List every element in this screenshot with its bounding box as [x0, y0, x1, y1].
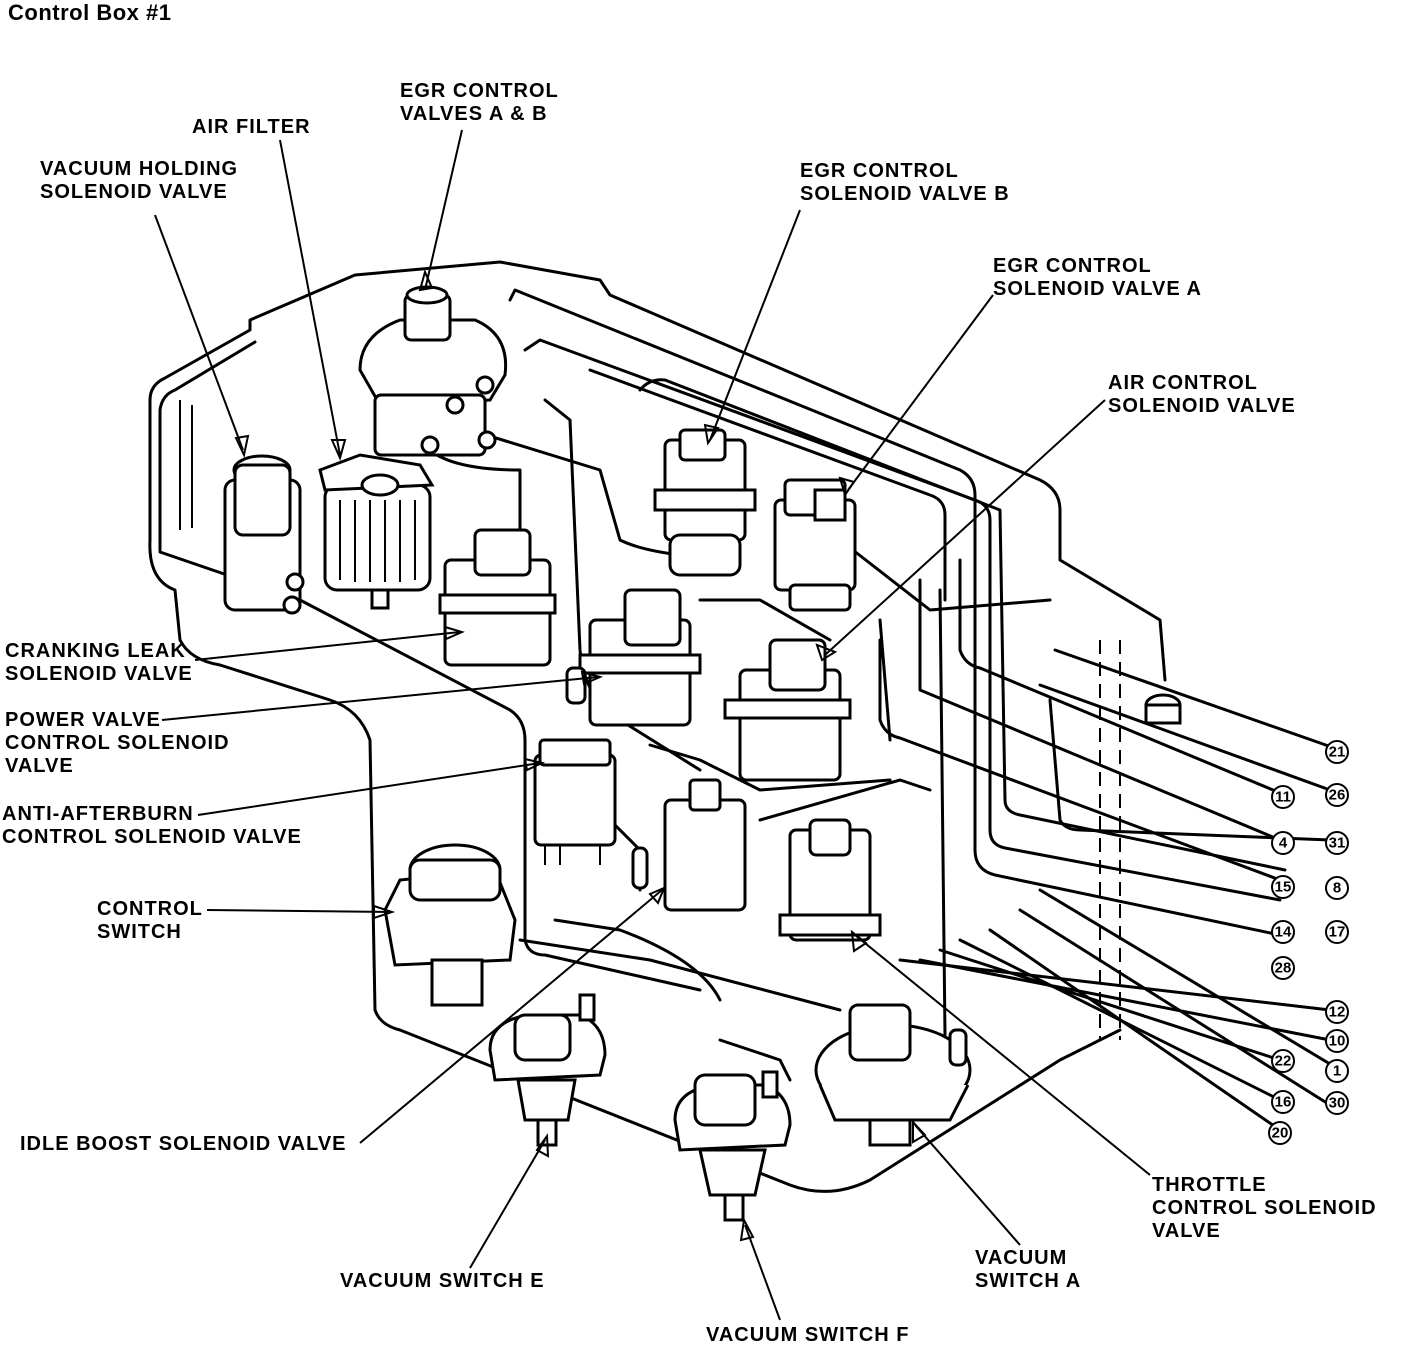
label-anti-afterburn-control-solenoid-valve: ANTI-AFTERBURN CONTROL SOLENOID VALVE — [2, 803, 302, 848]
hose-number-22: 22 — [1271, 1049, 1295, 1073]
hose-number-28: 28 — [1271, 956, 1295, 980]
label-throttle-control-solenoid-valve: THROTTLE CONTROL SOLENOID VALVE — [1152, 1174, 1377, 1242]
cranking-leak-solenoid-valve — [438, 528, 557, 667]
control-box-housing — [148, 260, 1167, 1193]
hose-number-markers: 21 26 11 31 4 8 15 17 14 28 12 10 1 22 3… — [1268, 740, 1349, 1145]
hose-number-16: 16 — [1271, 1090, 1295, 1114]
svg-text:31: 31 — [1329, 835, 1346, 852]
svg-text:8: 8 — [1333, 880, 1341, 897]
svg-text:15: 15 — [1275, 879, 1292, 896]
hose-number-21: 21 — [1325, 740, 1349, 764]
label-egr-control-solenoid-valve-b: EGR CONTROL SOLENOID VALVE B — [800, 160, 1010, 205]
hose-number-15: 15 — [1271, 875, 1295, 899]
label-air-filter: AIR FILTER — [192, 116, 311, 138]
svg-text:21: 21 — [1329, 744, 1346, 761]
label-vacuum-switch-e: VACUUM SWITCH E — [340, 1270, 545, 1292]
hose-number-17: 17 — [1325, 920, 1349, 944]
svg-text:4: 4 — [1279, 835, 1288, 852]
power-valve-control-solenoid-valve — [565, 588, 702, 727]
hose-number-8: 8 — [1325, 876, 1349, 900]
label-power-valve-control-solenoid-valve: POWER VALVE CONTROL SOLENOID VALVE — [5, 709, 230, 777]
svg-text:20: 20 — [1272, 1125, 1289, 1142]
label-egr-control-valves: EGR CONTROL VALVES A & B — [400, 80, 559, 125]
egr-control-solenoid-valve-b — [653, 428, 757, 577]
round-cap — [1144, 693, 1182, 725]
label-vacuum-switch-f: VACUUM SWITCH F — [706, 1324, 910, 1346]
hose-number-31: 31 — [1325, 831, 1349, 855]
air-filter — [318, 453, 435, 610]
label-vacuum-holding-solenoid-valve: VACUUM HOLDING SOLENOID VALVE — [40, 158, 239, 203]
anti-afterburn-control-solenoid-valve — [533, 738, 617, 865]
svg-text:1: 1 — [1333, 1063, 1341, 1080]
svg-text:17: 17 — [1329, 924, 1346, 941]
hose-number-1: 1 — [1325, 1059, 1349, 1083]
control-switch — [383, 843, 517, 1007]
hose-number-12: 12 — [1325, 1000, 1349, 1024]
hose-number-10: 10 — [1325, 1029, 1349, 1053]
svg-text:11: 11 — [1275, 789, 1291, 806]
throttle-control-solenoid-valve — [778, 818, 882, 942]
label-vacuum-switch-a: VACUUM SWITCH A — [975, 1247, 1082, 1292]
svg-text:22: 22 — [1275, 1053, 1292, 1070]
hose-number-14: 14 — [1271, 920, 1295, 944]
vacuum-holding-solenoid-valve — [223, 454, 305, 615]
svg-text:16: 16 — [1275, 1094, 1292, 1111]
label-egr-control-solenoid-valve-a: EGR CONTROL SOLENOID VALVE A — [993, 255, 1202, 300]
hose-number-4: 4 — [1271, 831, 1295, 855]
svg-text:30: 30 — [1329, 1095, 1346, 1112]
vacuum-switch-e — [488, 993, 607, 1147]
hose-bundle — [508, 288, 1342, 1132]
label-idle-boost-solenoid-valve: IDLE BOOST SOLENOID VALVE — [20, 1133, 347, 1155]
leader-lines — [154, 129, 1151, 1321]
svg-text:28: 28 — [1275, 960, 1292, 977]
egr-control-solenoid-valve-a — [773, 478, 857, 612]
hose-number-20: 20 — [1268, 1121, 1292, 1145]
idle-boost-solenoid-valve — [631, 778, 747, 912]
svg-text:14: 14 — [1275, 924, 1292, 941]
label-control-switch: CONTROL SWITCH — [97, 898, 203, 943]
page-title: Control Box #1 — [8, 0, 172, 25]
hose-number-30: 30 — [1325, 1091, 1349, 1115]
vacuum-switch-a — [814, 1003, 972, 1147]
label-cranking-leak-solenoid-valve: CRANKING LEAK SOLENOID VALVE — [5, 640, 193, 685]
hose-number-11: 11 — [1271, 785, 1295, 809]
hose-number-26: 26 — [1325, 783, 1349, 807]
label-air-control-solenoid-valve: AIR CONTROL SOLENOID VALVE — [1108, 372, 1296, 417]
vacuum-switch-f — [673, 1070, 792, 1222]
svg-text:12: 12 — [1329, 1004, 1346, 1021]
egr-control-valves — [358, 285, 508, 457]
svg-text:10: 10 — [1329, 1033, 1346, 1050]
svg-text:26: 26 — [1329, 787, 1346, 804]
air-control-solenoid-valve — [723, 638, 852, 782]
